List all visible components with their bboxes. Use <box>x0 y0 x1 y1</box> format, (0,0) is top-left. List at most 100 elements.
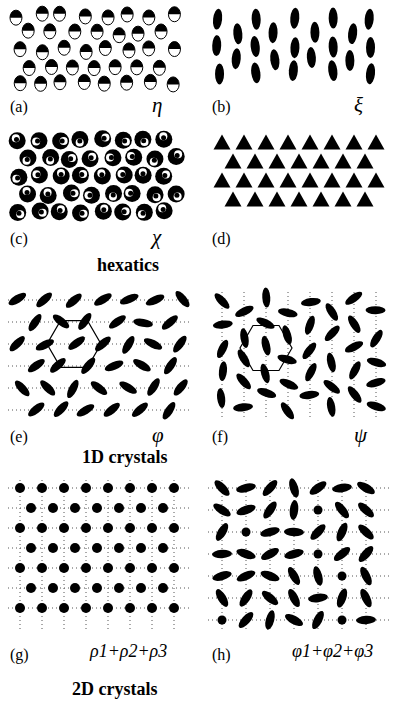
tilted-molecule <box>48 356 68 375</box>
panel-letter: (c) <box>8 230 30 248</box>
chiral-particle-mark <box>76 138 84 146</box>
chiral-particle-mark <box>79 170 87 178</box>
triangular-molecule <box>214 135 231 150</box>
polar-molecule <box>54 75 66 90</box>
chiral-particle <box>71 131 88 148</box>
lattice-particle <box>48 583 58 593</box>
tilted-molecule <box>7 290 28 307</box>
chiral-particle <box>94 130 111 147</box>
tilted-molecule <box>235 482 256 495</box>
chiral-particle <box>9 204 26 221</box>
chiral-particle-core <box>102 136 107 141</box>
chiral-particle <box>168 185 185 202</box>
polar-molecule <box>132 26 144 41</box>
tilted-molecule <box>261 499 279 520</box>
chiral-particle-mark <box>23 187 31 195</box>
chiral-particle-core <box>25 190 30 195</box>
lattice-particle <box>169 603 179 613</box>
lattice-particle <box>59 563 69 573</box>
tilted-molecule <box>356 522 376 542</box>
chiral-particle <box>51 203 68 220</box>
lattice-particle <box>26 543 36 553</box>
tilted-molecule <box>145 376 162 397</box>
panel-letter: (h) <box>210 646 233 664</box>
polar-molecule <box>91 24 103 39</box>
chiral-particle-mark <box>39 209 47 217</box>
chiral-particle <box>135 167 152 184</box>
lattice-particle <box>338 572 347 581</box>
polar-molecule-head <box>144 74 156 81</box>
lattice-particle <box>125 603 135 613</box>
chiral-particle <box>104 149 121 166</box>
tilted-molecule <box>117 379 138 396</box>
chiral-particle-core <box>174 193 179 198</box>
chiral-particle-core <box>161 207 166 212</box>
lattice-guide <box>8 608 190 609</box>
triangular-molecule <box>291 192 308 207</box>
tilted-molecule <box>289 500 299 521</box>
lattice-particle <box>103 483 113 493</box>
tilted-molecule <box>322 323 342 343</box>
tilted-molecule <box>79 355 98 376</box>
chiral-particle <box>61 151 78 168</box>
tilted-molecule <box>345 384 364 405</box>
chiral-particle <box>83 187 100 204</box>
lattice-particle <box>169 523 179 533</box>
tilted-molecule <box>332 544 353 563</box>
chiral-particle <box>82 150 99 167</box>
chiral-particle <box>94 168 111 185</box>
chiral-particle-core <box>128 191 133 196</box>
group-heading: 2D crystals <box>70 680 159 700</box>
triangular-molecule <box>313 192 330 207</box>
tilted-molecule <box>358 565 374 587</box>
lattice-particle <box>125 563 135 573</box>
triangular-molecule <box>258 173 275 188</box>
tilted-molecule <box>259 525 280 538</box>
polar-molecule <box>23 61 35 76</box>
tilted-molecule <box>13 378 32 398</box>
elongated-molecule <box>289 7 300 29</box>
polar-molecule-head <box>88 61 100 69</box>
chiral-particle-mark <box>101 134 109 142</box>
tilted-molecule <box>334 521 350 543</box>
tilted-molecule <box>300 297 321 308</box>
lattice-particle <box>147 483 157 493</box>
tilted-molecule <box>237 587 255 608</box>
elongated-molecule <box>310 22 319 43</box>
tilted-molecule <box>234 371 253 391</box>
chiral-particle-core <box>80 211 85 216</box>
lattice-particle <box>48 503 58 513</box>
lattice-particle <box>37 483 47 493</box>
tilted-molecule <box>160 400 178 421</box>
polar-molecule-head <box>69 24 81 31</box>
tilted-molecule <box>34 337 55 353</box>
elongated-molecule <box>288 60 299 82</box>
tilted-molecule <box>239 328 250 349</box>
chiral-particle-mark <box>106 153 114 161</box>
polar-molecule-head <box>14 76 26 83</box>
polar-molecule <box>109 60 121 75</box>
chiral-particle-mark <box>46 156 54 164</box>
polar-molecule <box>54 6 66 21</box>
lattice-particle <box>92 543 102 553</box>
tilted-molecule <box>335 587 350 609</box>
chiral-particle-core <box>15 175 20 180</box>
tilted-molecule <box>311 565 324 586</box>
chiral-particle <box>72 167 89 184</box>
lattice-guide <box>8 488 190 489</box>
triangular-molecule <box>236 173 253 188</box>
polar-molecule-head <box>23 61 35 68</box>
tilted-molecule <box>307 479 328 498</box>
tilted-molecule <box>323 301 340 322</box>
lattice-particle <box>218 616 227 625</box>
polar-molecule <box>14 42 26 57</box>
chiral-particle-core <box>68 156 73 161</box>
triangular-molecule <box>280 173 297 188</box>
polar-molecule-head <box>123 43 135 51</box>
tilted-molecule <box>212 291 232 311</box>
polar-molecule <box>46 59 58 74</box>
chiral-particle-core <box>79 172 84 177</box>
chiral-particle-core <box>48 156 53 161</box>
polar-molecule-head <box>98 76 110 84</box>
polar-molecule <box>144 74 156 89</box>
